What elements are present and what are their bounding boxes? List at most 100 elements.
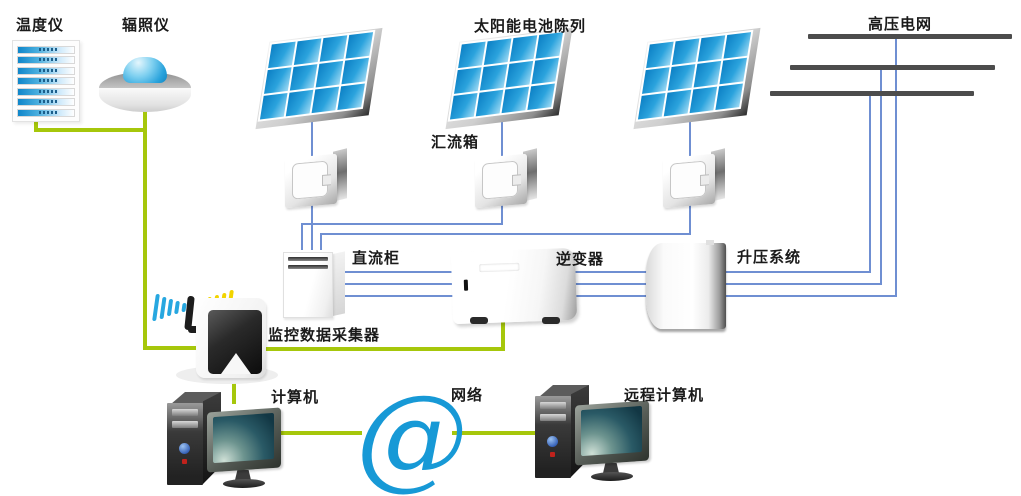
label-dc-cabinet: 直流柜 [352,249,401,267]
meter-slot [17,56,75,64]
solar-cell [642,67,670,94]
meter-slot-text [39,79,59,82]
tower-front [535,396,571,478]
meter-slot-text [39,100,59,103]
label-boost-system: 升压系统 [737,248,802,266]
inverter-display-slot [479,262,520,273]
boost-nub [706,240,714,245]
solar-cell [501,86,530,114]
solar-cell [311,86,340,114]
reset-button [550,452,555,457]
meter-slot-text [39,89,59,93]
combiner-front [663,153,715,209]
monitor [207,407,281,473]
computer-device [165,390,290,495]
label-data-collector: 监控数据采集器 [268,326,381,344]
solar-cell [315,60,344,88]
meter-slot-text [39,47,59,51]
monitor-stand [603,463,619,473]
combiner-box-2 [475,148,539,209]
label-irradiance-meter: 辐照仪 [122,16,171,34]
irradiance-meter-device [99,55,191,113]
label-network: 网络 [451,386,484,404]
dc-cabinet-vent [288,265,328,269]
reset-button [182,459,187,464]
solar-panel-2 [445,27,573,130]
solar-cell [646,41,674,69]
inverter-switch [463,279,469,291]
panel-frame [255,27,383,130]
solar-cell [723,32,752,59]
collector-body [196,298,266,378]
meter-slot [17,66,75,75]
solar-cell [337,83,365,110]
solar-cell [663,89,692,117]
solar-cell [531,57,560,85]
monitor-stand [235,470,251,480]
dc-cabinet-vent [288,257,328,261]
network-at-icon: @ [356,372,468,496]
hv-grid-bus-bar-1 [808,34,1012,39]
combiner-front [475,153,527,209]
drive-bay [540,402,566,409]
drive-bay [172,409,198,416]
meter-slot [17,45,75,54]
solar-panel-3 [633,27,761,130]
signal-bar [159,296,167,319]
solar-cell [264,67,292,94]
combiner-latch [512,174,521,187]
solar-cell [341,57,370,85]
solar-cell [345,32,374,59]
inverter-foot [542,317,560,324]
panel-grid [635,29,754,122]
solar-cell [509,35,538,62]
monitor-screen [213,412,274,464]
label-remote-computer: 远程计算机 [624,386,705,404]
meter-slot [17,87,75,96]
solar-panel-1 [255,27,383,130]
wire-collector-to-inverter [262,310,505,351]
signal-bar [174,301,180,314]
signal-bars-blue [152,294,187,321]
combiner-box-3 [663,148,727,209]
hv-grid-bus-bar-3 [770,91,974,96]
solar-cell [535,32,564,59]
solar-cell [527,83,555,110]
solar-cell [697,35,726,62]
combiner-front [285,153,337,209]
meter-slot [17,98,75,106]
remote-computer-device [533,383,658,488]
solar-cell [458,41,486,69]
solar-cell [689,86,718,114]
boost-system-device [646,240,726,329]
solar-cell [637,92,666,120]
temperature-meter-device [12,40,80,122]
solar-cell [505,60,534,88]
wire-irradiance-to-collector [143,108,196,350]
meter-slot-text [39,58,59,61]
meter-slot [17,77,75,85]
combiner-box-1 [285,148,349,209]
label-temperature-meter: 温度仪 [16,16,65,34]
label-solar-array: 太阳能电池陈列 [474,17,587,35]
solar-cell [285,89,314,117]
panel-frame [633,27,761,130]
solar-cell [475,89,504,117]
drive-bay [540,414,566,421]
solar-cell [319,35,348,62]
solar-cell [268,41,296,69]
solar-cell [715,83,743,110]
drive-bay [172,421,198,428]
irradiance-dome [123,57,167,83]
dc-cabinet-device [283,248,345,318]
label-computer: 计算机 [271,388,320,406]
power-button [547,436,558,447]
solar-cell [259,92,288,120]
meter-slot [17,108,75,117]
inverter-foot [470,317,488,324]
tower-front [167,403,203,485]
label-inverter: 逆变器 [556,250,605,268]
panel-grid [447,29,566,122]
inverter-device [450,247,578,325]
